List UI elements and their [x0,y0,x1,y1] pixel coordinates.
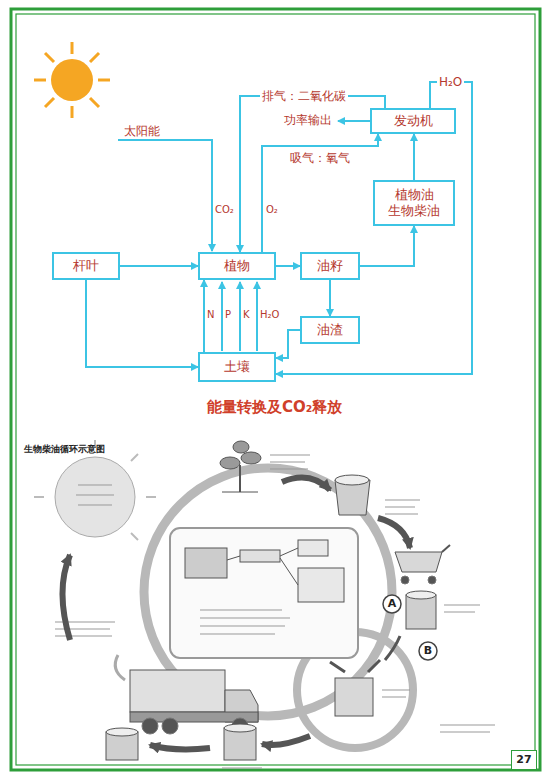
biodiesel-cycle-illustration [34,440,495,768]
flow-connector [276,265,300,267]
figure-title: 生物柴油循环示意图 [24,444,105,455]
node-label: 植物油 生物柴油 [387,187,442,220]
page-border [16,14,535,765]
process-box: 发动机 [370,108,456,134]
annotation-label: 太阳能 [124,124,160,138]
flow-connector [276,82,472,374]
node-label: 27 [516,753,531,767]
process-box: 土壤 [198,352,276,382]
annotation-label: N [207,309,214,321]
flow-connector [360,226,414,266]
connector-label: 排气：二氧化碳 [260,89,348,103]
node-label: 油渣 [317,322,343,338]
flow-connector [203,280,205,352]
power-arrow [338,120,370,122]
energy-line [118,140,212,251]
flow-connector [120,265,198,267]
process-box: 植物 [198,252,276,280]
node-label: 油籽 [317,258,343,274]
flow-connector [262,134,378,252]
node-label: 植物 [224,258,250,274]
flow-connector [413,134,415,180]
sun-icon [34,42,110,118]
node-label: 杆叶 [73,258,99,274]
node-label: 土壤 [224,359,250,375]
annotation-label: H₂O [260,309,279,321]
process-box: 油籽 [300,252,360,280]
process-box: 植物油 生物柴油 [373,180,455,226]
figure-caption: 能量转换及CO₂释放 [207,398,342,416]
node-label: B [424,644,432,658]
page-number-box: 27 [511,750,537,770]
page-border [11,9,540,770]
process-box: 油渣 [300,316,360,344]
connector-label: 吸气：氧气 [288,151,352,165]
flow-connector [86,280,198,367]
nutrient-arrows [222,282,257,351]
process-box: 杆叶 [52,252,120,280]
flow-connector [276,330,300,358]
annotation-label: O₂ [266,204,278,216]
flow-connector [329,280,331,316]
annotation-label: K [243,309,250,321]
node-label: 发动机 [394,113,433,129]
node-label: A [388,597,397,611]
step-circle: A [382,594,402,614]
connector-label: H₂O [437,75,464,89]
annotation-label: 功率输出 [284,113,332,127]
annotation-label: CO₂ [215,204,234,216]
annotation-label: P [225,309,231,321]
step-circle: B [418,641,438,661]
flow-connector [240,96,385,252]
